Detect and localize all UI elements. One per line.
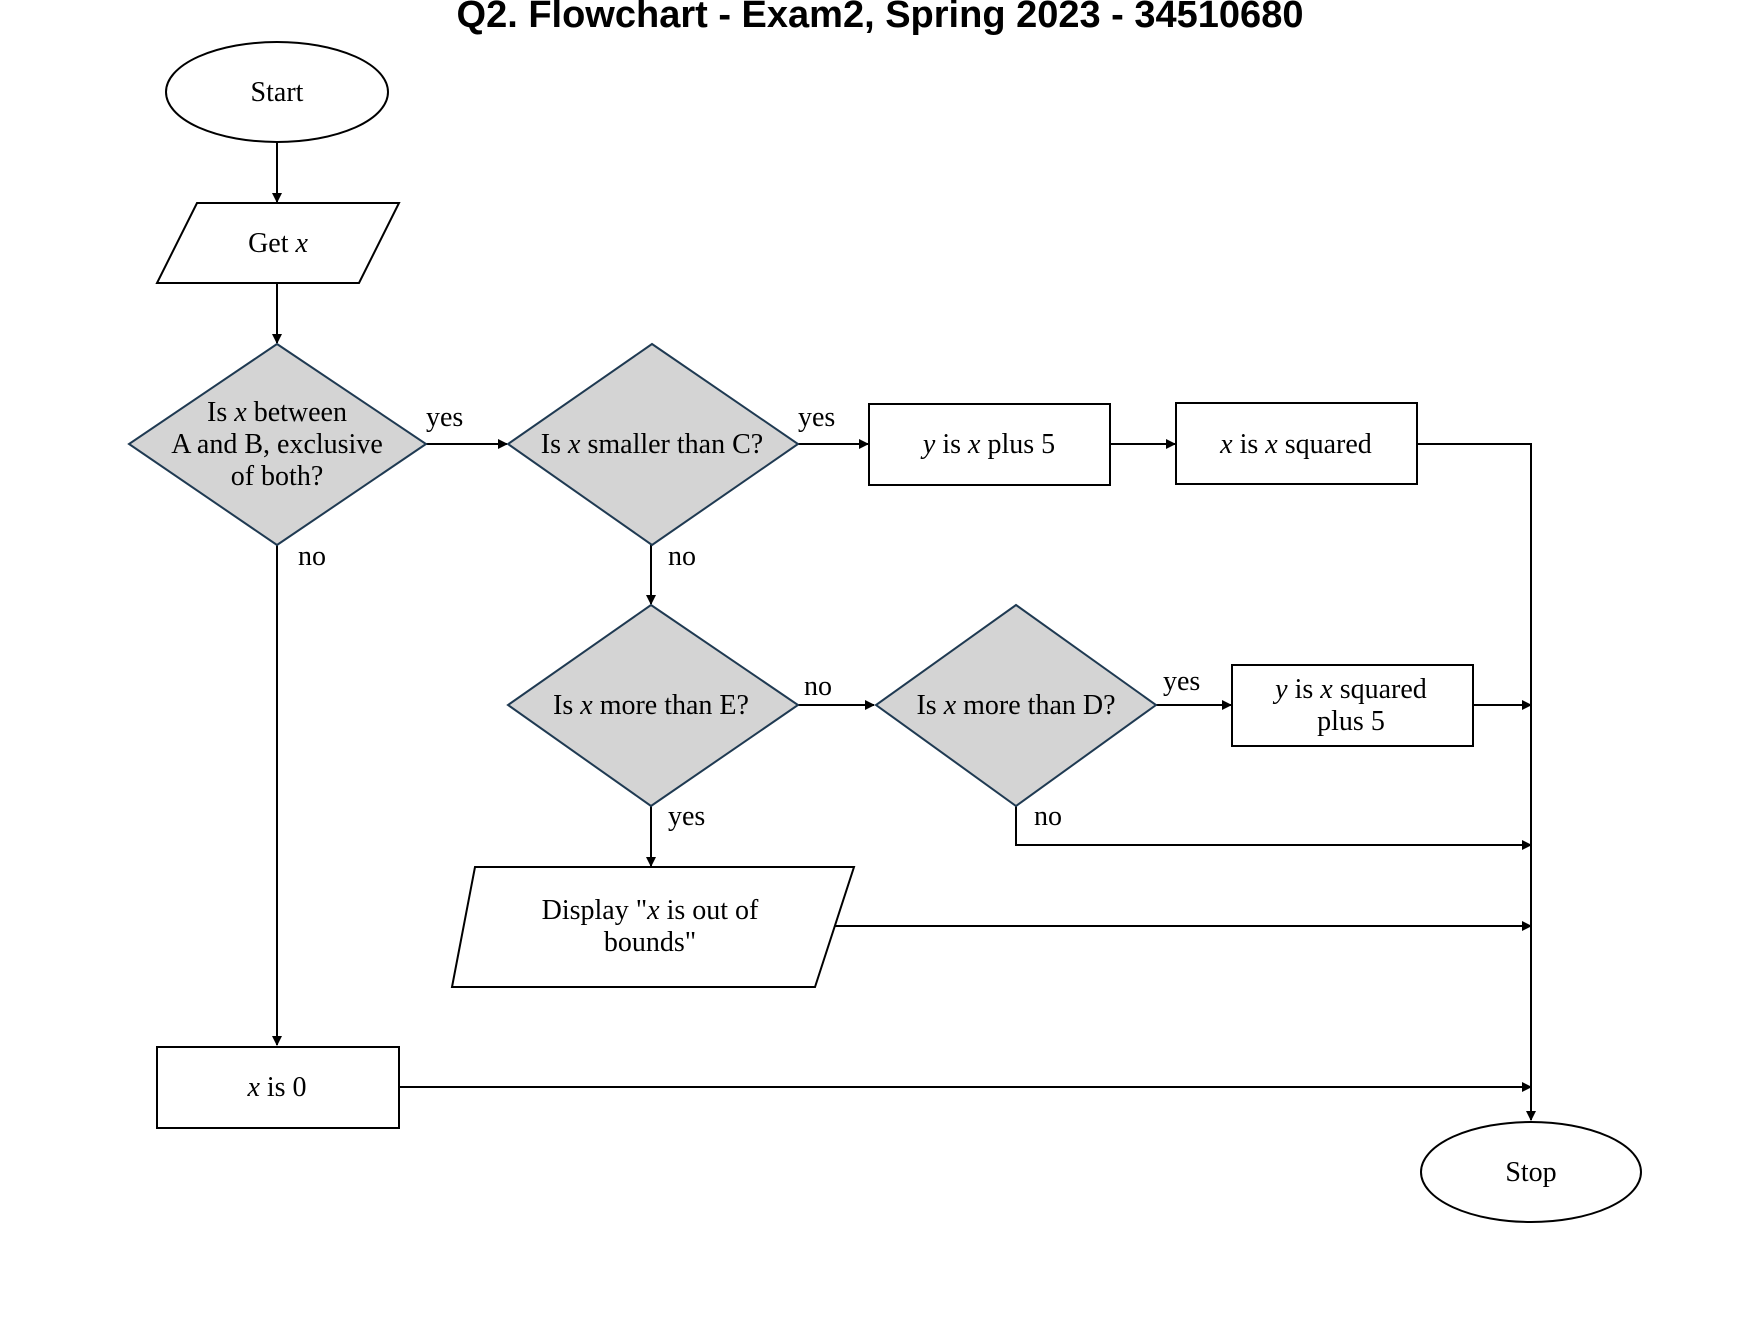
- label-smaller-than-c-yes: yes: [798, 402, 835, 433]
- label-smaller-than-c-no: no: [668, 541, 696, 572]
- edge-more-than-d-no: [1015, 806, 1532, 850]
- label-between-no: no: [298, 541, 326, 572]
- get-x-input: Get x: [155, 202, 401, 284]
- label-between-yes: yes: [426, 402, 463, 433]
- label-more-than-d-no: no: [1034, 801, 1062, 832]
- variable-name: x: [579, 690, 593, 721]
- node-text-line: y is x squared: [1272, 674, 1427, 705]
- variable-name: x: [943, 690, 957, 721]
- start-label: Start: [251, 77, 304, 108]
- variable-name: x: [246, 1072, 260, 1103]
- process-x-is-0: x is 0: [156, 1046, 400, 1129]
- node-text-line: plus 5: [1317, 706, 1385, 737]
- decision-smaller-than-c: Is x smaller than C?: [506, 342, 800, 547]
- decision-more-than-d: Is x more than D?: [874, 603, 1158, 808]
- variable-name: y: [1272, 674, 1288, 705]
- process-x-is-0-label: x is 0: [246, 1072, 306, 1103]
- node-text-line: bounds": [604, 927, 696, 958]
- stop-label: Stop: [1505, 1157, 1556, 1188]
- label-more-than-e-yes: yes: [668, 801, 705, 832]
- process-x-is-x-squared: x is x squared: [1175, 402, 1418, 485]
- node-text-line: of both?: [231, 461, 324, 492]
- node-text-line: Is x more than D?: [916, 690, 1115, 721]
- node-text-line: Start: [251, 77, 304, 108]
- decision-smaller-than-c-label: Is x smaller than C?: [541, 429, 763, 460]
- node-text-line: Get x: [248, 228, 308, 259]
- variable-name: y: [920, 429, 936, 460]
- process-y-is-x-plus-5: y is x plus 5: [868, 403, 1111, 486]
- node-text-line: Is x more than E?: [553, 690, 749, 721]
- variable-name: x: [1264, 429, 1278, 460]
- decision-more-than-e: Is x more than E?: [506, 603, 800, 808]
- process-x-is-x-squared-label: x is x squared: [1219, 429, 1372, 460]
- node-text-line: x is 0: [246, 1072, 306, 1103]
- variable-name: x: [567, 429, 581, 460]
- variable-name: x: [646, 895, 660, 926]
- node-text-line: Display "x is out of: [542, 895, 759, 926]
- decision-more-than-e-label: Is x more than E?: [553, 690, 749, 721]
- node-text-line: x is x squared: [1219, 429, 1372, 460]
- node-text-line: y is x plus 5: [920, 429, 1055, 460]
- node-text-line: Is x between: [207, 397, 347, 428]
- edge-x-squared-to-stop: [1417, 443, 1536, 1121]
- variable-name: x: [233, 397, 247, 428]
- get-x-label: Get x: [248, 228, 308, 259]
- variable-name: x: [967, 429, 981, 460]
- variable-name: x: [1319, 674, 1333, 705]
- stop-terminal: Stop: [1420, 1121, 1642, 1223]
- process-y-is-x-plus-5-label: y is x plus 5: [920, 429, 1055, 460]
- page-title: Q2. Flowchart - Exam2, Spring 2023 - 345…: [457, 0, 1304, 36]
- edges: [272, 142, 1536, 1121]
- edge-labels: yes no yes no no yes yes no: [298, 402, 1200, 832]
- variable-name: x: [1219, 429, 1233, 460]
- node-text-line: Stop: [1505, 1157, 1556, 1188]
- node-text-line: A and B, exclusive: [171, 429, 383, 460]
- node-text-line: Is x smaller than C?: [541, 429, 763, 460]
- label-more-than-e-no: no: [804, 671, 832, 702]
- variable-name: x: [295, 228, 309, 259]
- start-terminal: Start: [165, 41, 389, 143]
- decision-more-than-d-label: Is x more than D?: [916, 690, 1115, 721]
- label-more-than-d-yes: yes: [1163, 666, 1200, 697]
